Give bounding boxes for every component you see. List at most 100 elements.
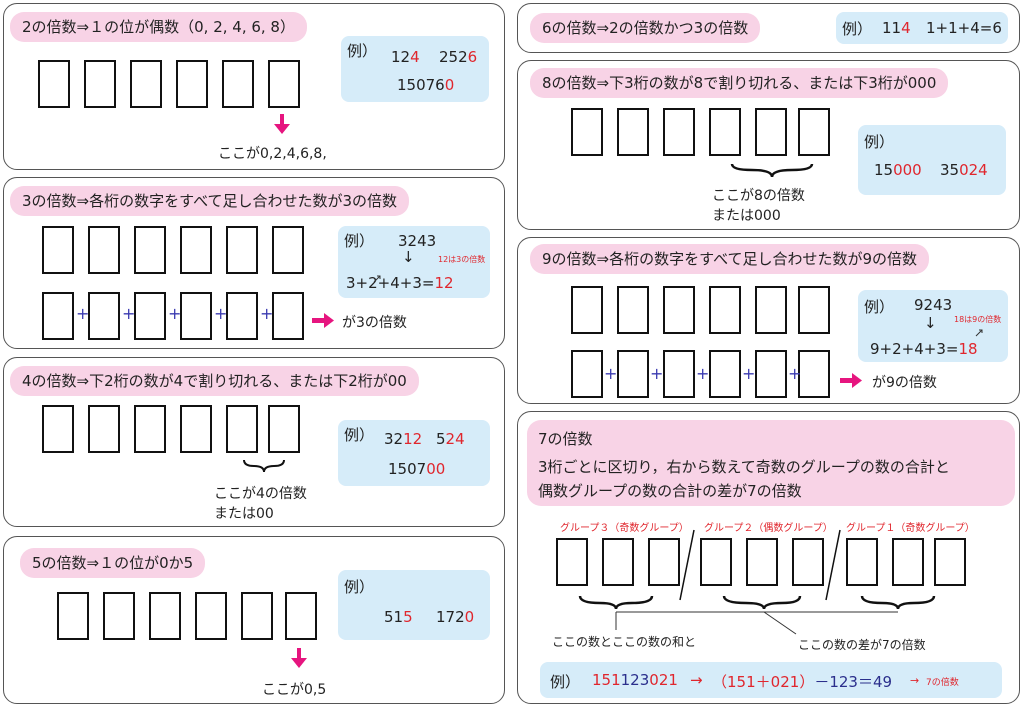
digit-box [42, 292, 74, 340]
digit-box [42, 405, 74, 453]
title-multiple-of-9: 9の倍数⇒各桁の数字をすべて足し合わせた数が9の倍数 [530, 244, 930, 274]
title-multiple-of-5: 5の倍数⇒１の位が0か5 [20, 548, 206, 578]
example-sum: 3+2+4+3=12 [346, 274, 454, 292]
down-arrow: ↓ [924, 314, 937, 332]
example-2: 524 [436, 430, 465, 448]
result-label-9: が9の倍数 [872, 375, 937, 391]
digit-box [57, 592, 89, 640]
title-multiple-of-4: 4の倍数⇒下2桁の数が4で割り切れる、または下2桁が00 [10, 366, 419, 396]
digit-box [798, 108, 830, 156]
digit-box [571, 286, 603, 334]
note-sum-groups: ここの数とここの数の和と [552, 635, 697, 649]
digit-box [709, 286, 741, 334]
note-small: 12は3の倍数 [438, 255, 486, 264]
example-box-8: 例） 15000 35024 [858, 125, 1006, 195]
example-label: 例） [347, 42, 378, 60]
digit-box [617, 350, 649, 398]
title-multiple-of-7: 7の倍数 [538, 430, 593, 448]
note-small: 18は9の倍数 [954, 315, 1002, 324]
digit-box [88, 226, 120, 274]
digit-box [755, 286, 787, 334]
note-or-00: または00 [214, 506, 274, 522]
example-3: 150700 [388, 460, 446, 478]
digit-box [42, 226, 74, 274]
digit-box [571, 350, 603, 398]
digit-box [103, 592, 135, 640]
example-label: 例） [864, 133, 895, 151]
plus-sign: + [696, 364, 710, 383]
example-label: 例） [344, 426, 375, 444]
digit-box [934, 538, 966, 586]
example-3: 150760 [397, 76, 455, 94]
example-label: 例） [842, 20, 873, 38]
digit-box [222, 60, 254, 108]
example-1: 15000 [874, 161, 922, 179]
digit-box [663, 350, 695, 398]
digit-box [700, 538, 732, 586]
example-number: 151123021 [592, 671, 678, 689]
example-2: 1720 [436, 608, 475, 626]
example-1: 3212 [384, 430, 423, 448]
example-label: 例） [344, 232, 375, 250]
digit-box [709, 350, 741, 398]
example-box-3: 例） 3243 ↓ 12は3の倍数 3+2+4+3=12 [338, 226, 490, 298]
result-label-3: が3の倍数 [342, 315, 407, 331]
note-last-two-digits: ここが4の倍数 [214, 486, 307, 502]
digit-box [272, 292, 304, 340]
digit-box [755, 350, 787, 398]
title-multiple-of-8: 8の倍数⇒下3桁の数が8で割り切れる、または下3桁が000 [530, 68, 949, 98]
digit-box [798, 286, 830, 334]
digit-box [130, 60, 162, 108]
digit-box [180, 405, 212, 453]
digit-box [38, 60, 70, 108]
digit-box [571, 108, 603, 156]
digit-box [617, 286, 649, 334]
rule-line-2: 偶数グループの数の合計の差が7の倍数 [538, 482, 802, 500]
example-1: 124 [391, 48, 420, 66]
digit-box [226, 405, 258, 453]
digit-box [556, 538, 588, 586]
example-box-4: 例） 3212 524 150700 [338, 420, 490, 486]
example-number: 114 [882, 19, 911, 37]
example-sum: 1+1+4=6 [926, 19, 1002, 37]
digit-box [648, 538, 680, 586]
example-sum: 9+2+4+3=18 [870, 340, 978, 358]
group-2-label: グループ２（偶数グループ） [704, 523, 833, 534]
note-or-000: または000 [712, 208, 781, 224]
digit-box [798, 350, 830, 398]
digit-box [134, 292, 166, 340]
digit-box [134, 405, 166, 453]
example-number: 9243 [914, 296, 953, 314]
example-2: 2526 [439, 48, 478, 66]
example-small-note: 7の倍数 [926, 678, 959, 688]
group-1-label: グループ１（奇数グループ） [846, 523, 975, 534]
example-calc: （151＋021）－123＝49 [712, 673, 893, 691]
plus-sign: + [214, 304, 228, 323]
digit-box [84, 60, 116, 108]
title-multiple-of-6: 6の倍数⇒2の倍数かつ3の倍数 [530, 13, 761, 43]
digit-box [149, 592, 181, 640]
digit-box [226, 292, 258, 340]
digit-box [617, 108, 649, 156]
title-multiple-of-2: 2の倍数⇒１の位が偶数（0, 2, 4, 6, 8） [10, 12, 307, 42]
digit-box [892, 538, 924, 586]
plus-sign: + [788, 364, 802, 383]
plus-sign: + [76, 304, 90, 323]
example-arrow: → [690, 671, 703, 689]
digit-box [709, 108, 741, 156]
group-3-label: グループ３（奇数グループ） [560, 523, 689, 534]
digit-box [268, 405, 300, 453]
digit-box [268, 60, 300, 108]
digit-box [134, 226, 166, 274]
digit-box [746, 538, 778, 586]
title-block-7 [527, 420, 1015, 506]
example-box-2: 例） 124 2526 150760 [341, 36, 489, 102]
plus-sign: + [260, 304, 274, 323]
digit-box [88, 292, 120, 340]
note-difference: ここの数の差が7の倍数 [798, 638, 926, 652]
example-box-6: 例） 114 1+1+4=6 [836, 12, 1008, 44]
digit-box [180, 226, 212, 274]
digit-box [792, 538, 824, 586]
digit-box [195, 592, 227, 640]
digit-box [602, 538, 634, 586]
